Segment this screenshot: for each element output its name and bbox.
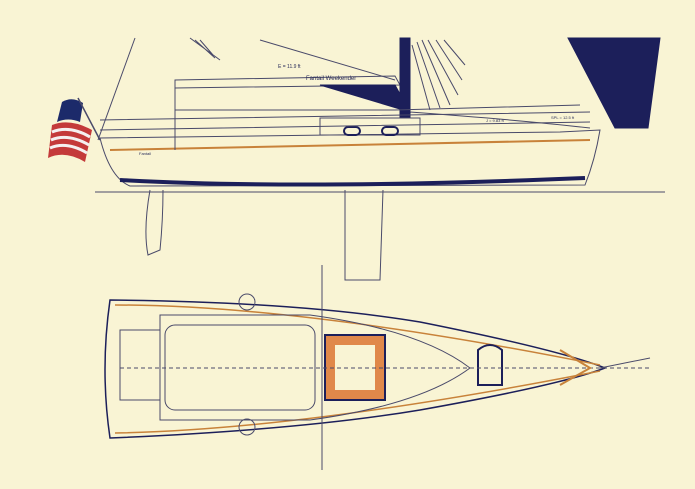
- cabin-house: [319, 117, 421, 136]
- boot-stripe: [119, 176, 586, 187]
- spinnaker: [567, 37, 661, 129]
- boom-line: [259, 39, 396, 81]
- forestay: [409, 111, 591, 129]
- winch: [238, 293, 256, 311]
- keel: [344, 189, 384, 281]
- bowsprit: [599, 357, 651, 369]
- rub-rail: [109, 139, 591, 151]
- j-dimension-label: J = 9.83 ft: [486, 118, 505, 123]
- sail-cover: [319, 84, 412, 113]
- backstay: [97, 37, 136, 141]
- leech-lines: [189, 37, 221, 61]
- toe-rails: [114, 304, 601, 434]
- transom-seat: [119, 329, 161, 401]
- deck-outline: [104, 299, 608, 439]
- jib-furl-lines: [411, 39, 466, 111]
- hull: [99, 129, 601, 187]
- plan-view: [104, 265, 651, 470]
- forward-hatch: [477, 344, 503, 386]
- boat-name-label: Fantail Weekender: [306, 76, 356, 82]
- mast: [399, 37, 411, 119]
- boom-length-label: E = 11.9 ft: [278, 64, 301, 70]
- spl-dimension-label: SPL = 12.5 ft: [551, 115, 575, 120]
- profile-view: E = 11.9 ft Fantail Weekender J = 9.83 f…: [48, 37, 665, 281]
- transom-name-label: Fantail: [139, 151, 151, 156]
- cabin-top: [159, 314, 471, 421]
- bow-pulpit: [559, 349, 592, 386]
- porthole: [381, 126, 399, 136]
- porthole: [343, 126, 361, 136]
- rudder: [145, 189, 164, 256]
- winch: [238, 418, 256, 436]
- lifelines: [99, 111, 591, 131]
- us-flag-icon: [48, 97, 101, 162]
